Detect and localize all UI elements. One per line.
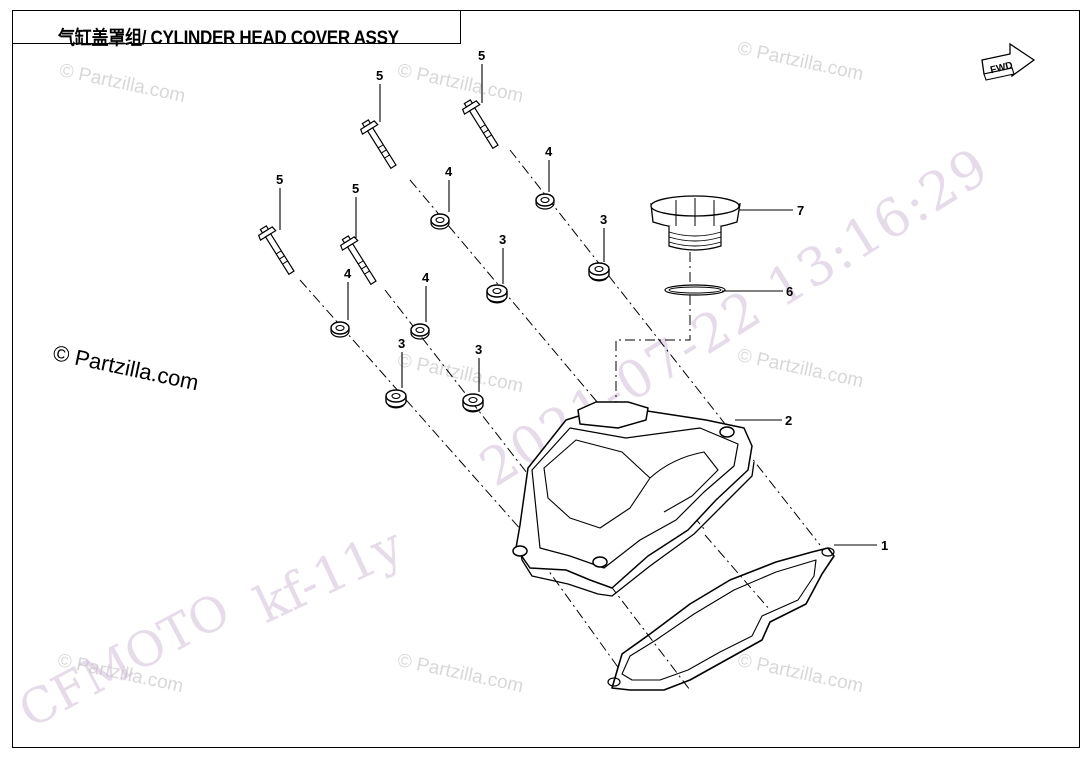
callout-filler-cap: 7 bbox=[797, 203, 804, 218]
washer-part bbox=[410, 323, 430, 340]
callout-grommet: 3 bbox=[398, 336, 405, 351]
grommet-part bbox=[385, 389, 407, 409]
bolt-part bbox=[255, 222, 300, 279]
grommet-part bbox=[462, 393, 484, 413]
callout-labels: 5 5 5 5 4 4 4 4 3 3 3 3 7 6 2 1 bbox=[276, 48, 888, 553]
grommet-part bbox=[486, 284, 508, 304]
washer-part bbox=[430, 213, 450, 230]
title-box: 气缸盖罩组/ CYLINDER HEAD COVER ASSY bbox=[12, 10, 461, 49]
washer-part bbox=[535, 193, 555, 210]
callout-leaders bbox=[279, 64, 877, 546]
cylinder-head-cover-part bbox=[512, 401, 755, 597]
callout-cover: 2 bbox=[785, 413, 792, 428]
diagram-frame bbox=[12, 10, 1080, 748]
callout-bolt: 5 bbox=[478, 48, 485, 63]
callout-gasket: 1 bbox=[881, 538, 888, 553]
callout-bolt: 5 bbox=[352, 181, 359, 196]
callout-grommet: 3 bbox=[475, 342, 482, 357]
washer-part bbox=[330, 321, 350, 338]
callout-grommet: 3 bbox=[499, 232, 506, 247]
fwd-label: FWD bbox=[989, 60, 1014, 76]
callout-washer: 4 bbox=[445, 164, 453, 179]
bolt-part bbox=[357, 116, 402, 173]
callout-washer: 4 bbox=[422, 270, 430, 285]
diagram-title: 气缸盖罩组/ CYLINDER HEAD COVER ASSY bbox=[58, 28, 399, 49]
fwd-direction-arrow: FWD bbox=[981, 42, 1036, 81]
bolt-part bbox=[459, 96, 504, 153]
callout-washer: 4 bbox=[545, 144, 553, 159]
callout-o-ring: 6 bbox=[786, 284, 793, 299]
gasket-part bbox=[607, 547, 835, 691]
grommet-part bbox=[588, 262, 610, 282]
o-ring-part bbox=[664, 284, 726, 296]
filler-cap-part bbox=[650, 195, 741, 251]
callout-grommet: 3 bbox=[600, 212, 607, 227]
callout-washer: 4 bbox=[344, 266, 352, 281]
callout-bolt: 5 bbox=[276, 172, 283, 187]
callout-bolt: 5 bbox=[376, 68, 383, 83]
